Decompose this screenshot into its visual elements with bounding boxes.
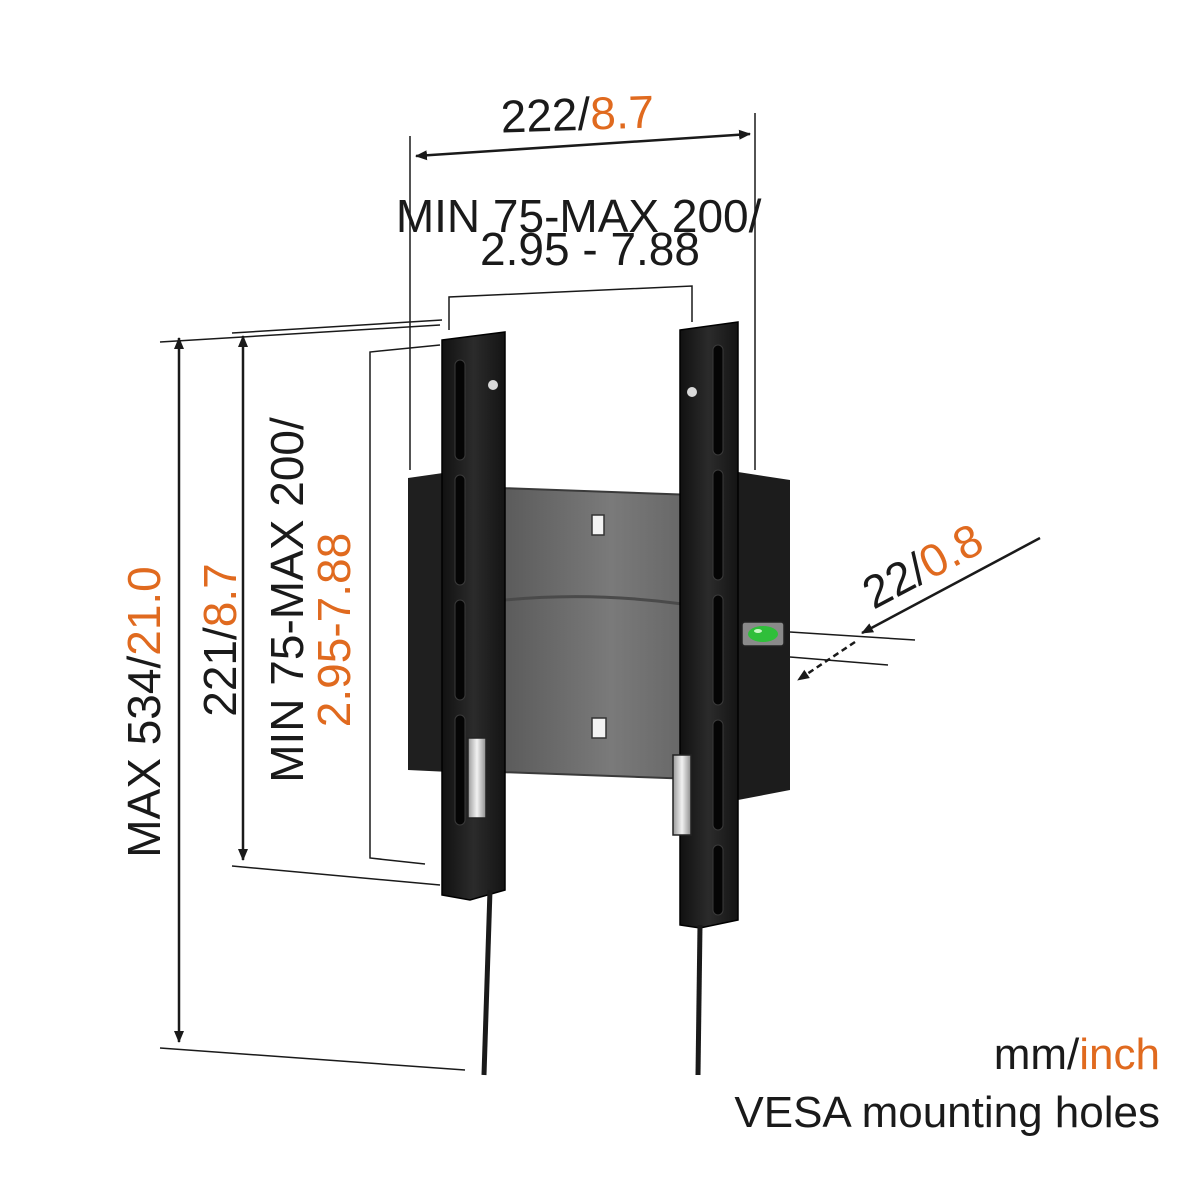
left-rail-screw	[488, 380, 498, 390]
left-side-block	[408, 472, 450, 772]
right-rail-screw	[687, 387, 697, 397]
left-rail-slots	[454, 359, 466, 826]
max-height-extension-top	[159, 324, 441, 343]
vesa-vertical-label: MIN 75-MAX 200/ 2.95-7.88	[261, 417, 360, 783]
wall-distance-label: 22/0.8	[854, 513, 991, 619]
right-pull-cord	[695, 924, 703, 1076]
bracket-height-extension-top	[231, 319, 443, 334]
vesa-caption: VESA mounting holes	[734, 1088, 1160, 1137]
units-legend: mm/inch	[994, 1030, 1160, 1080]
wall-distance-arrow-upper	[861, 536, 1041, 635]
wall-distance-extension-bottom	[789, 656, 889, 666]
bracket-height-sep: /	[194, 627, 246, 640]
vesa-vertical-line2: 2.95-7.88	[308, 533, 360, 727]
dimension-lines	[159, 113, 1041, 1071]
level-bubble	[748, 626, 778, 642]
bracket-height-extension-bottom	[231, 865, 441, 886]
units-inch: inch	[1079, 1030, 1160, 1079]
right-rail-slots	[712, 344, 724, 916]
total-width-mm: 222	[500, 88, 579, 143]
wall-distance-arrow-lower	[797, 640, 856, 682]
vesa-vertical-line1: MIN 75-MAX 200/	[261, 417, 313, 783]
vesa-horizontal-label: MIN 75-MAX 200/ 2.95 - 7.88	[396, 190, 774, 275]
width-dimension-arrow	[415, 129, 751, 161]
units-mm: mm	[993, 1030, 1068, 1079]
max-height-mm: MAX 534	[118, 669, 170, 858]
bracket-height-mm: 221	[194, 640, 246, 717]
bracket-height-inch: 8.7	[194, 563, 246, 627]
right-rail	[679, 321, 739, 929]
wall-plate-top-slot	[591, 514, 605, 536]
total-width-label: 222/8.7	[500, 85, 655, 142]
vesa-vertical-bracket	[369, 344, 441, 865]
right-chrome-lock	[672, 754, 692, 836]
vesa-horizontal-line1: MIN 75-MAX 200/	[396, 190, 762, 242]
wall-mount-bracket	[408, 321, 790, 1076]
units-sep: /	[1067, 1030, 1080, 1079]
max-height-inch: 21.0	[118, 566, 170, 656]
max-height-extension-bottom	[159, 1047, 466, 1071]
max-height-label: MAX 534/21.0	[118, 566, 170, 858]
total-width-sep: /	[577, 88, 592, 140]
left-pull-cord	[481, 889, 493, 1076]
vesa-horizontal-line2: 2.95 - 7.88	[480, 223, 700, 275]
wall-plate-bottom-slot	[591, 717, 607, 739]
left-chrome-lock	[467, 737, 487, 819]
total-width-inch: 8.7	[589, 85, 655, 139]
wall-distance-extension-top	[789, 631, 916, 641]
bracket-height-label: 221/8.7	[194, 563, 246, 716]
max-height-sep: /	[118, 656, 170, 669]
vesa-horizontal-bracket	[448, 285, 693, 330]
